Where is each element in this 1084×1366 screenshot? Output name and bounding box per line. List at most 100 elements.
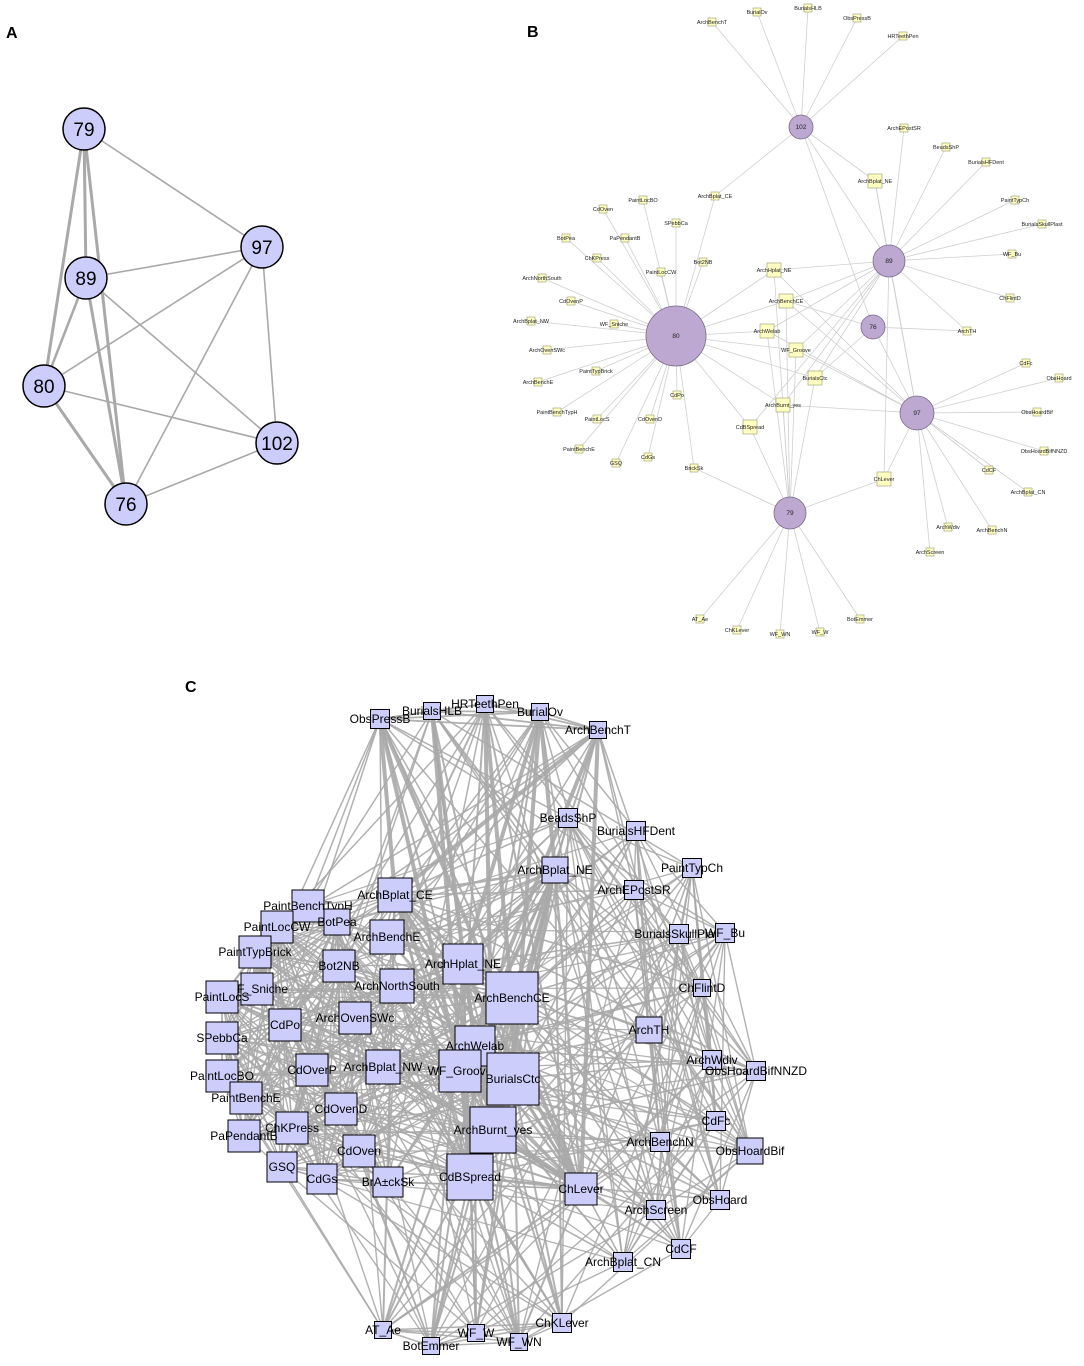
node-archnorthsouth[interactable]: ArchNorthSouth [354, 968, 440, 1004]
attr-node-paintbenchtyph[interactable]: PaintBenchTypH [537, 407, 578, 417]
attr-node-gsq[interactable]: GSQ [610, 458, 623, 468]
node-wf-bu[interactable]: WF_Bu [705, 923, 745, 943]
attr-node-at-ae[interactable]: AT_Ae [692, 614, 708, 624]
node-archth[interactable]: ArchTH [629, 1016, 670, 1044]
attr-node-archovenswc[interactable]: ArchOvenSWc [529, 345, 565, 355]
node-archbenchce[interactable]: ArchBenchCE [474, 971, 550, 1025]
node-papendantb[interactable]: PaPendantB [210, 1119, 278, 1153]
node-botpea[interactable]: BotPea [317, 908, 357, 936]
node-burialsctc[interactable]: BurialsCtc [486, 1052, 541, 1106]
node-wf-groove[interactable]: WF_Groove [428, 1049, 493, 1093]
attr-node-wf-wn[interactable]: WF_WN [770, 629, 791, 639]
node-archbenche[interactable]: ArchBenchE [354, 919, 421, 955]
attr-node-spebbca[interactable]: SPebbCa [664, 218, 689, 228]
attr-node-cdfc[interactable]: CdFc [1019, 358, 1033, 368]
node-89[interactable]: 89 [64, 256, 108, 300]
attr-node-obshoardbifnnzd[interactable]: ObsHoardBifNNZD [1021, 446, 1068, 456]
node-chlever[interactable]: ChLever [558, 1172, 604, 1206]
node-gsq[interactable]: GSQ [266, 1151, 298, 1183]
node-wf-w[interactable]: WF_W [458, 1324, 495, 1342]
attr-node-archbplat-nw[interactable]: ArchBplat_NW [513, 316, 550, 326]
attr-node-archbplat-ne[interactable]: ArchBplat_NE [858, 173, 893, 189]
node-archhplat-ne[interactable]: ArchHplat_NE [425, 943, 501, 985]
attr-node-chlever[interactable]: ChLever [874, 471, 895, 487]
node-archburnt-yes[interactable]: ArchBurnt_yes [454, 1106, 533, 1154]
node-chkpress[interactable]: ChKPress [265, 1111, 319, 1145]
node-chflintd[interactable]: ChFlintD [679, 979, 726, 997]
attr-node-paintbenche[interactable]: PaintBenchE [563, 444, 595, 454]
node-archbplat-cn[interactable]: ArchBplat_CN [585, 1252, 661, 1272]
hub-node-76[interactable]: 76 [860, 314, 886, 340]
attr-node-obshoard[interactable]: ObsHoard [1046, 373, 1072, 383]
hub-node-97[interactable]: 97 [899, 395, 935, 431]
hub-node-79[interactable]: 79 [773, 496, 807, 530]
attr-node-beadsshp[interactable]: BeadsShP [933, 142, 959, 152]
attr-node-bot2nb[interactable]: Bot2NB [694, 257, 713, 267]
attr-node-archwdiv[interactable]: ArchWdiv [936, 522, 960, 532]
node-cdoverp[interactable]: CdOverP [287, 1053, 337, 1087]
attr-node-chklever[interactable]: ChKLever [725, 625, 750, 635]
attr-node-botpea[interactable]: BotPea [557, 233, 576, 243]
attr-node-bricksk[interactable]: BrickSk [685, 463, 704, 473]
node-beadsshp[interactable]: BeadsShP [540, 808, 597, 828]
node-archscreen[interactable]: ArchScreen [625, 1200, 688, 1220]
node-burialov[interactable]: BurialOv [517, 703, 563, 721]
node-burialshlb[interactable]: BurialsHLB [402, 702, 462, 720]
node-spebbca[interactable]: SPebbCa [196, 1021, 248, 1055]
attr-node-archbplat-ce[interactable]: ArchBplat_CE [698, 191, 733, 201]
node-79[interactable]: 79 [62, 107, 106, 151]
attr-node-archburnt-yes[interactable]: ArchBurnt_yes [765, 397, 801, 413]
node-bra-cksk[interactable]: BrA±ckSk [362, 1166, 416, 1198]
attr-node-archwelab[interactable]: ArchWelab [754, 323, 781, 339]
node-76[interactable]: 76 [104, 482, 148, 526]
attr-node-chkpress[interactable]: ChKPress [585, 253, 610, 263]
node-cdcf[interactable]: CdCF [665, 1239, 697, 1259]
attr-node-paintloccw[interactable]: PaintLocCW [646, 267, 677, 277]
node-cdfc[interactable]: CdFc [702, 1111, 731, 1131]
attr-node-burialshlb[interactable]: BurialsHLB [794, 3, 822, 13]
node-painttypch[interactable]: PaintTypCh [661, 858, 723, 878]
attr-node-archepostsr[interactable]: ArchEPostSR [887, 123, 921, 133]
node-cdovend[interactable]: CdOvenD [315, 1092, 368, 1126]
attr-node-wf-groove[interactable]: WF_Groove [781, 342, 811, 358]
hub-node-102[interactable]: 102 [788, 114, 814, 140]
node-botemmer[interactable]: BotEmmer [403, 1337, 460, 1355]
attr-node-painttypch[interactable]: PaintTypCh [1001, 195, 1029, 205]
attr-node-cdpo[interactable]: CdPo [670, 390, 684, 400]
node-cdpo[interactable]: CdPo [268, 1008, 302, 1042]
attr-node-cdcf[interactable]: CdCF [982, 465, 997, 475]
attr-node-painttypbrick[interactable]: PaintTypBrick [579, 366, 613, 376]
node-paintlocs[interactable]: PaintLocS [195, 980, 250, 1014]
node-obshoard[interactable]: ObsHoard [693, 1190, 748, 1210]
node-archwdiv[interactable]: ArchWdiv [686, 1050, 738, 1070]
node-wf-wn[interactable]: WF_WN [496, 1333, 542, 1351]
attr-node-wf-sniche[interactable]: WF_Sniche [600, 319, 628, 329]
node-archbenchn[interactable]: ArchBenchN [626, 1132, 694, 1152]
attr-node-paintlocbo[interactable]: PaintLocBO [628, 195, 658, 205]
attr-node-paintlocs[interactable]: PaintLocS [584, 414, 610, 424]
attr-node-cdbspread[interactable]: CdBSpread [736, 419, 764, 435]
node-obspressb[interactable]: ObsPressB [350, 709, 411, 729]
node-archbplat-ce[interactable]: ArchBplat_CE [357, 877, 433, 913]
node-archbencht[interactable]: ArchBenchT [565, 721, 632, 739]
node-cdbspread[interactable]: CdBSpread [439, 1153, 501, 1201]
node-chklever[interactable]: ChKLever [535, 1313, 589, 1333]
attr-node-archscreen[interactable]: ArchScreen [916, 547, 945, 557]
node-wf-sniche[interactable]: WF_Sniche [226, 972, 288, 1006]
node-archbplat-nw[interactable]: ArchBplat_NW [344, 1049, 423, 1085]
attr-node-burialsskullplast[interactable]: BurialsSkullPlast [1022, 219, 1063, 229]
attr-node-cdoven[interactable]: CdOven [593, 204, 613, 214]
attr-node-archth[interactable]: ArchTH [958, 326, 977, 336]
attr-node-wf-bu[interactable]: WF_Bu [1003, 249, 1021, 259]
node-cdoven[interactable]: CdOven [337, 1134, 381, 1168]
attr-node-obspressb[interactable]: ObsPressB [843, 13, 871, 23]
hub-node-80[interactable]: 80 [645, 305, 707, 367]
node-obshoardbif[interactable]: ObsHoardBif [716, 1137, 785, 1165]
node-painttypbrick[interactable]: PaintTypBrick [218, 935, 293, 969]
node-paintbenche[interactable]: PaintBenchE [211, 1081, 281, 1115]
node-archovenswc[interactable]: ArchOvenSWc [316, 1001, 395, 1035]
attr-node-archhplat-ne[interactable]: ArchHplat_NE [757, 262, 792, 278]
node-archbplat-ne[interactable]: ArchBplat_NE [517, 856, 593, 884]
attr-node-botemmer[interactable]: BotEmmer [847, 614, 873, 624]
attr-node-archbenche[interactable]: ArchBenchE [523, 377, 554, 387]
